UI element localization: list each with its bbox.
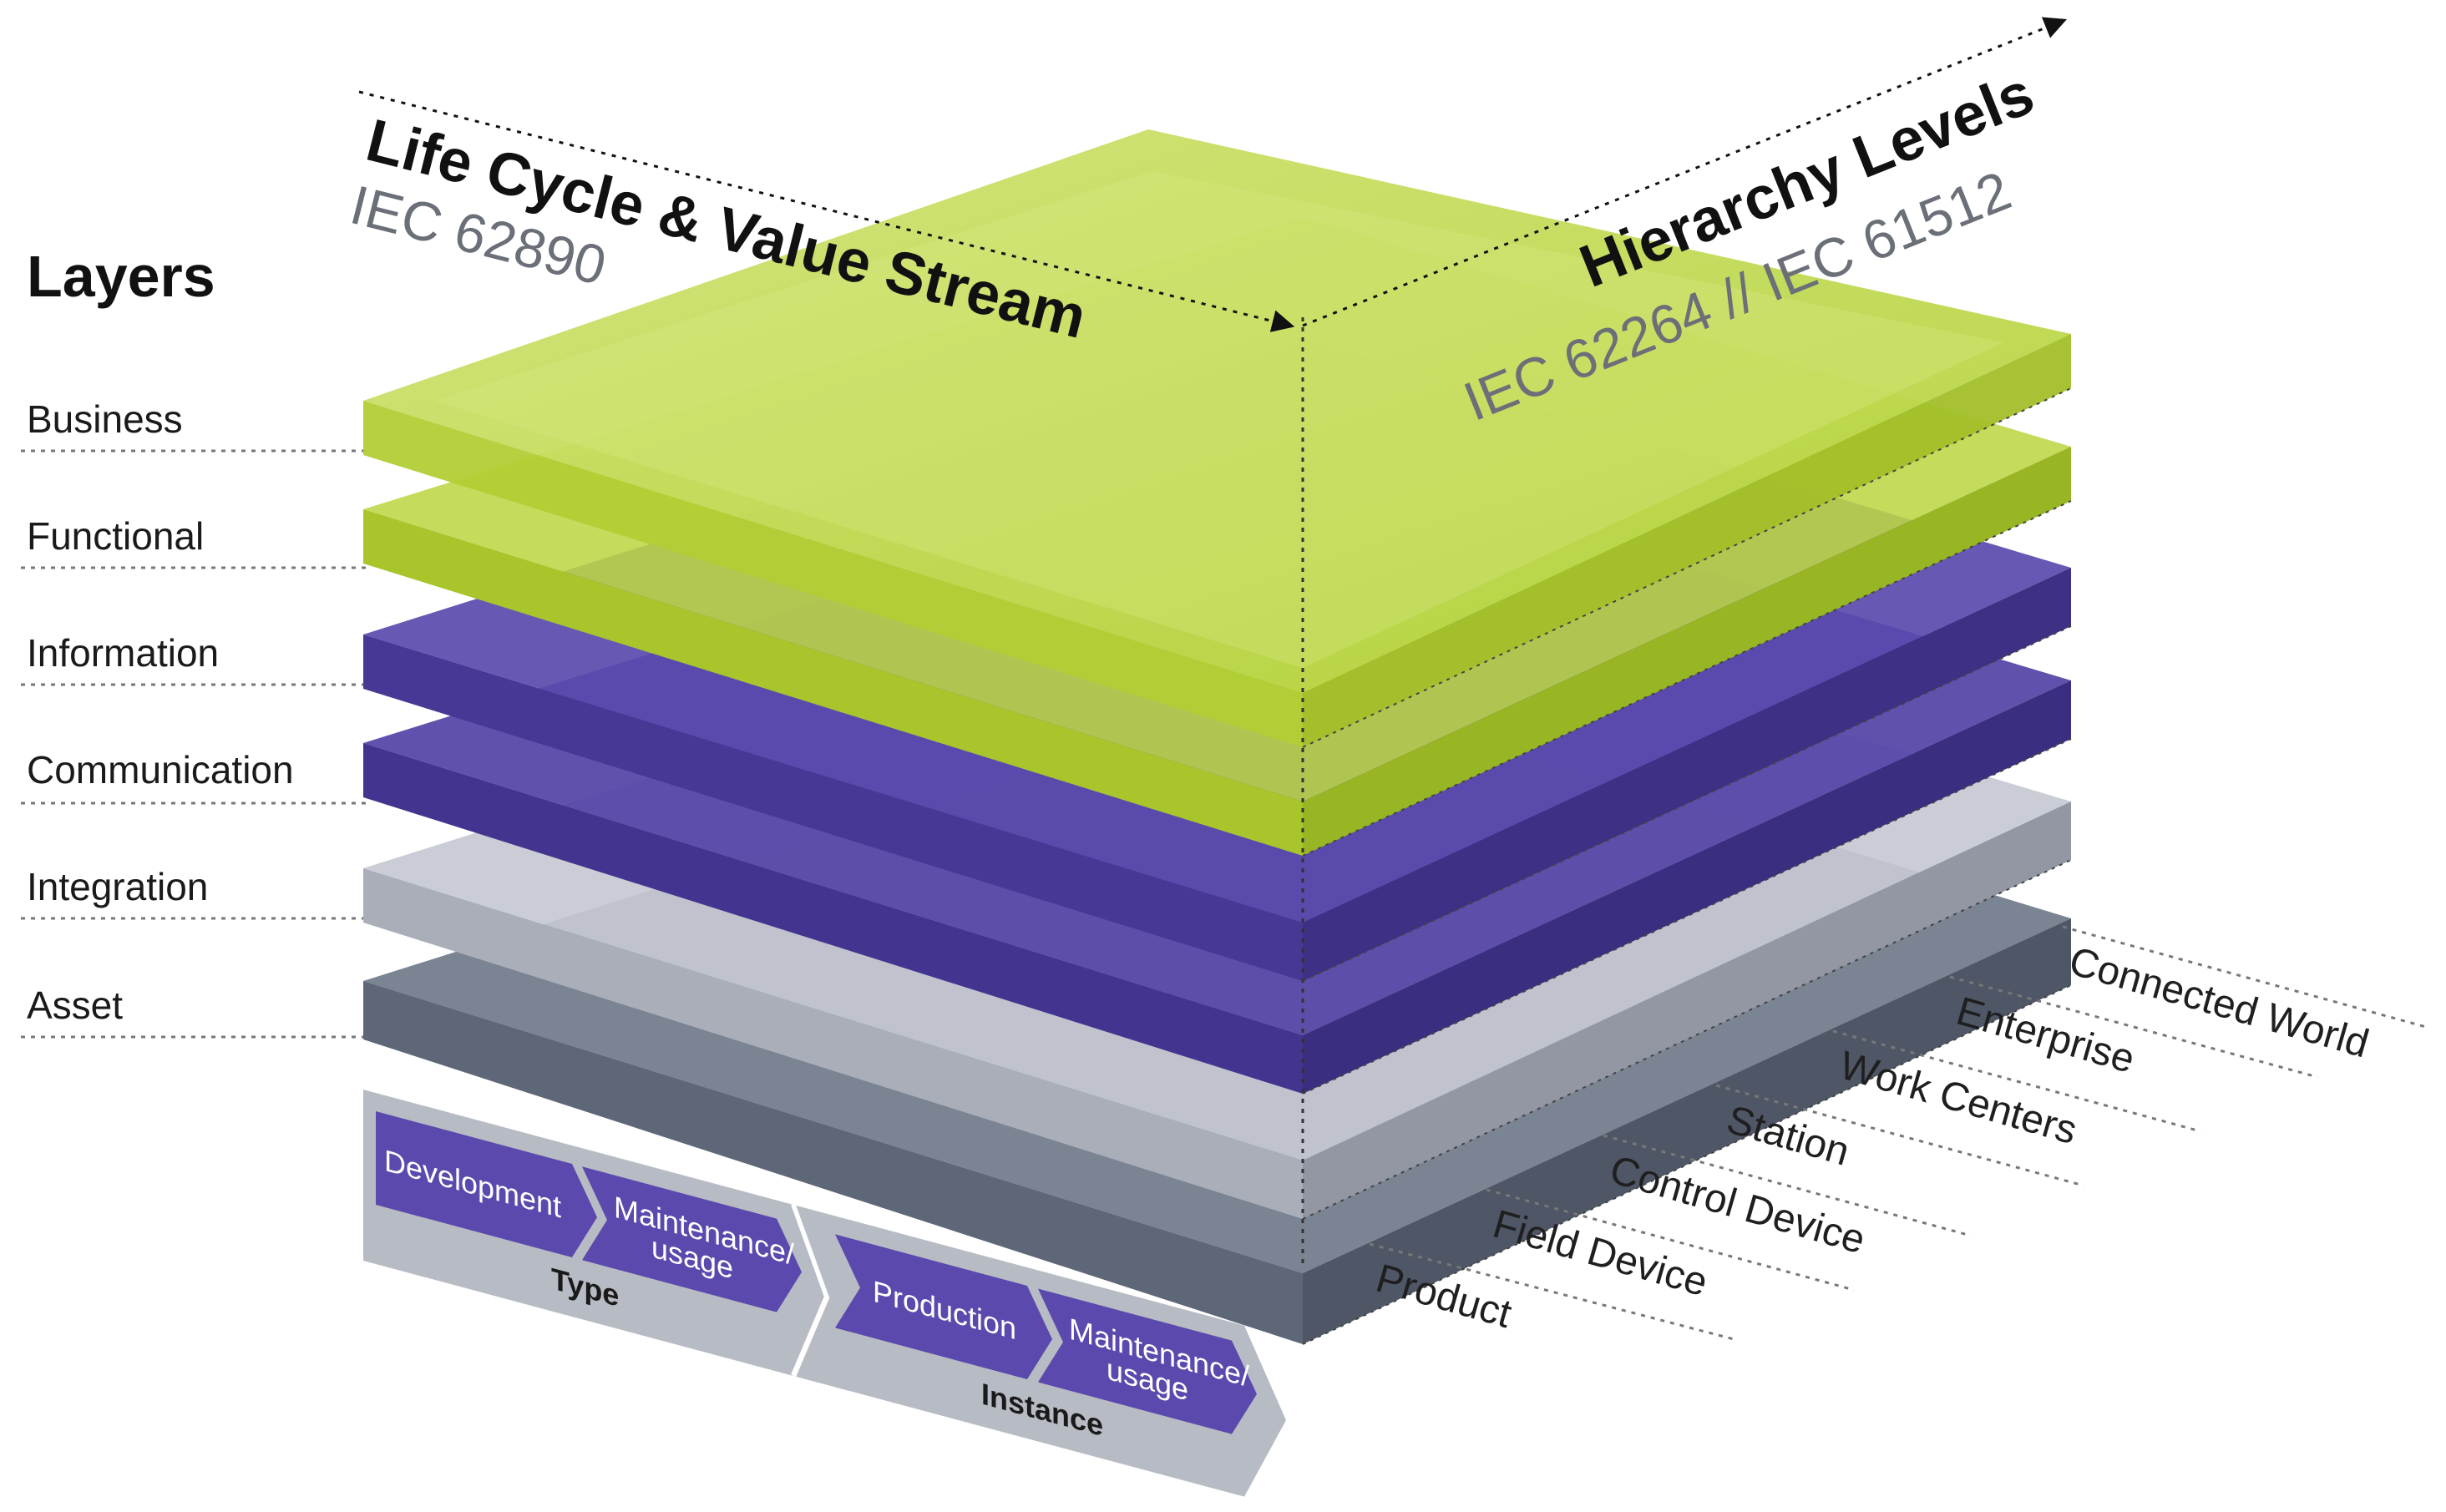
layer-label-asset: Asset bbox=[27, 984, 123, 1027]
layer-label-information: Information bbox=[27, 631, 219, 675]
layer-label-business: Business bbox=[27, 397, 183, 441]
layer-label-communication: Communication bbox=[27, 748, 294, 791]
layer-label-functional: Functional bbox=[27, 514, 204, 558]
hierarchy-guide-lines bbox=[1369, 925, 2427, 1342]
axis-arrows bbox=[358, 17, 2068, 332]
phase-production bbox=[835, 1234, 1052, 1380]
hierarchy-level-work-centers: Work Centers bbox=[1835, 1044, 2082, 1154]
phase-maintenance-usage-type bbox=[582, 1166, 802, 1312]
phase-maintenance-usage-instance bbox=[1038, 1288, 1257, 1434]
layer-guide-lines bbox=[21, 449, 367, 1039]
hierarchy-level-field-device: Field Device bbox=[1488, 1202, 1712, 1306]
hierarchy-level-enterprise: Enterprise bbox=[1952, 989, 2140, 1082]
layer-labels: Business Functional Information Communic… bbox=[27, 397, 294, 1027]
layer-stack bbox=[363, 129, 2072, 1345]
layer-label-integration: Integration bbox=[27, 865, 208, 908]
phase-development bbox=[376, 1111, 597, 1257]
layer-slab-business bbox=[363, 129, 2071, 747]
life-cycle-stage-bar: Development Maintenance/ usage Type Prod… bbox=[363, 1090, 1286, 1497]
layers-title: Layers bbox=[27, 244, 215, 309]
life-cycle-axis-arrow bbox=[358, 90, 1295, 332]
